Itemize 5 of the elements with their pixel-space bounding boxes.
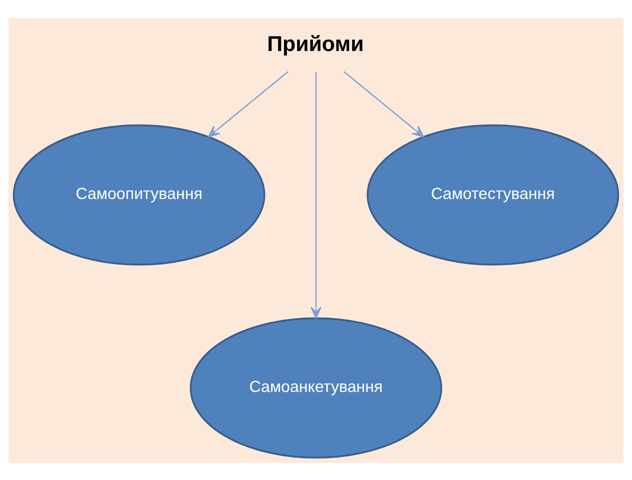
arrow [344,70,424,137]
node-text: Прийоми [267,32,364,56]
node-ellipse: Самоанкетування [190,316,442,458]
arrow [208,70,288,137]
arrow [310,72,322,318]
